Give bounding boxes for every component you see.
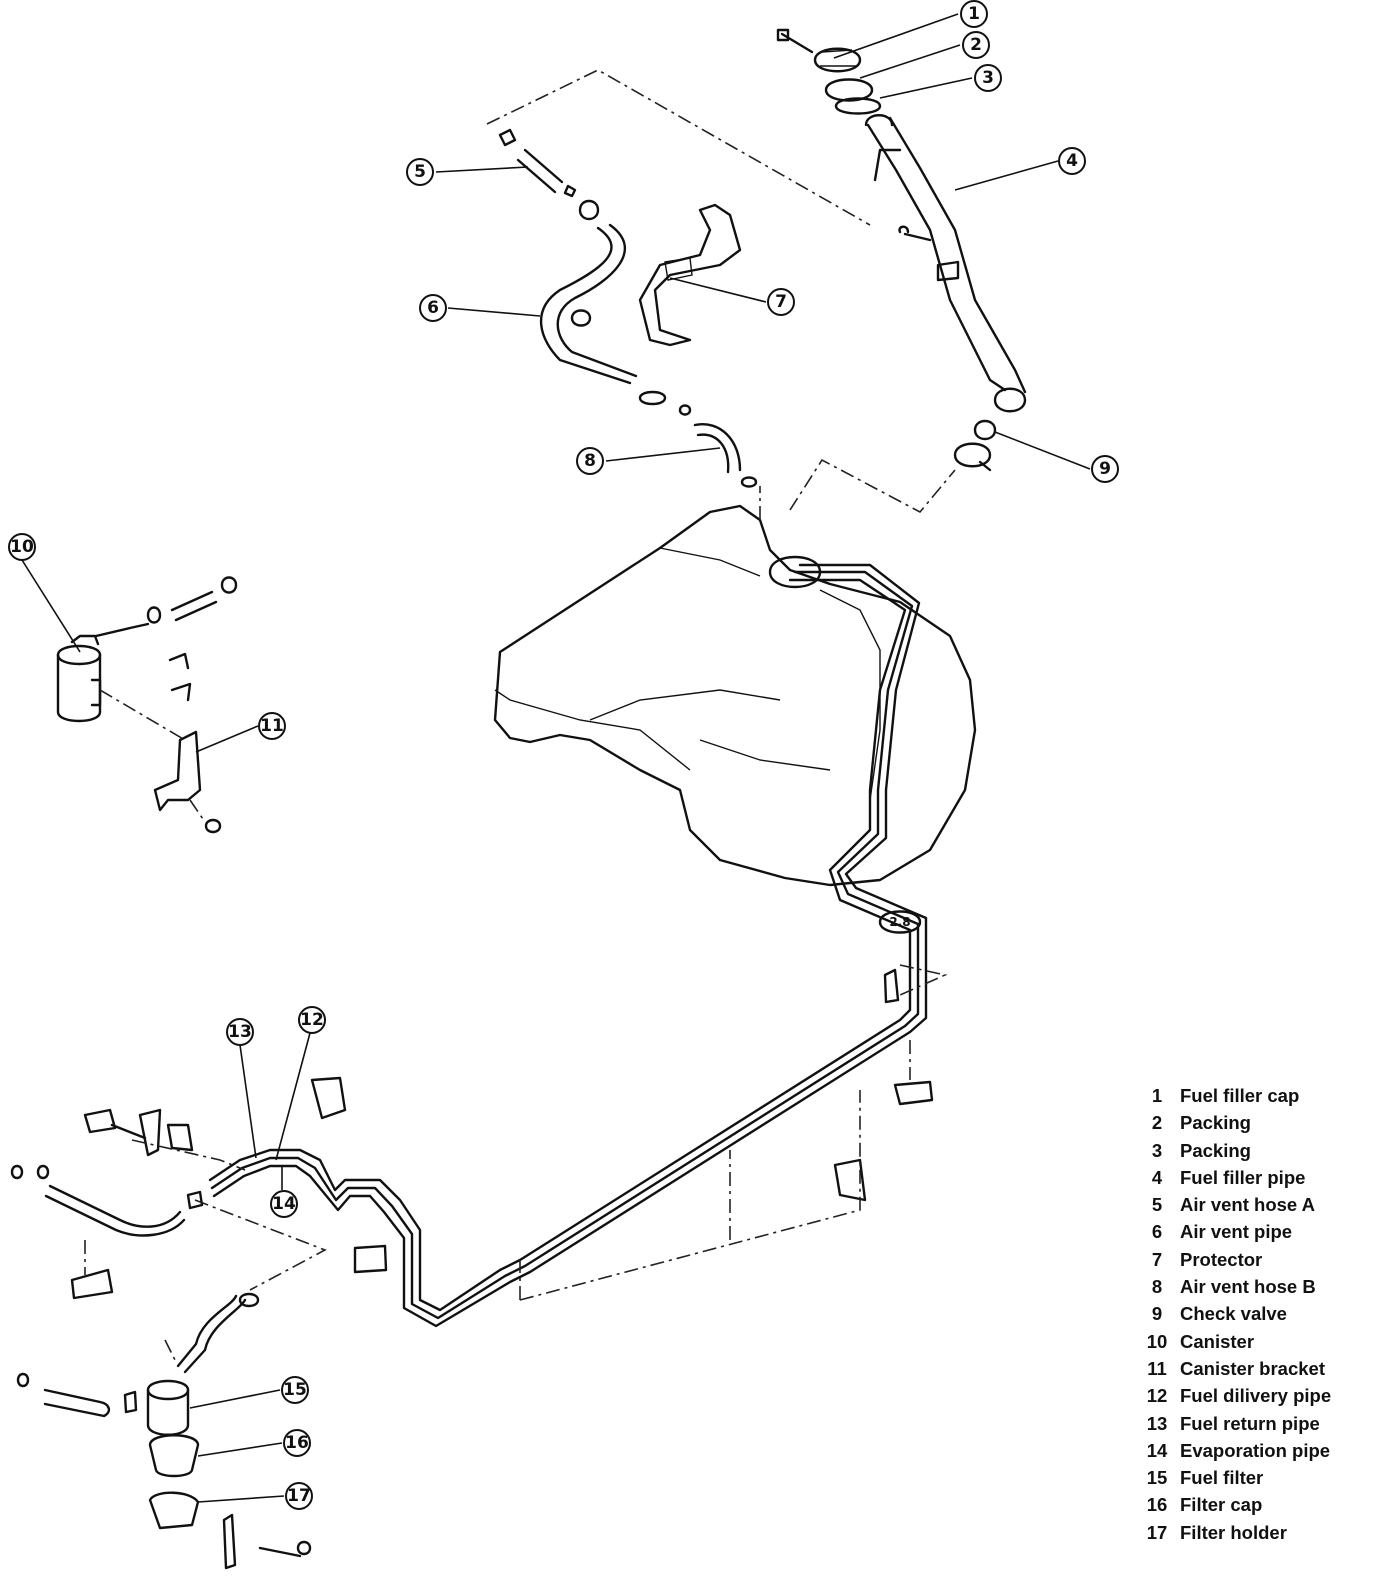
callout-9: 9 <box>1091 455 1119 483</box>
callout-16: 16 <box>283 1429 311 1457</box>
svg-text:17: 17 <box>287 1486 311 1506</box>
callout-1: 1 <box>960 0 988 28</box>
callout-10: 10 <box>8 533 36 561</box>
svg-text:9: 9 <box>1099 459 1111 479</box>
callout-13: 13 <box>226 1018 254 1046</box>
callout-7: 7 <box>767 288 795 316</box>
svg-text:16: 16 <box>285 1433 309 1453</box>
svg-text:13: 13 <box>228 1022 252 1042</box>
callout-15: 15 <box>281 1376 309 1404</box>
svg-text:10: 10 <box>10 537 34 557</box>
callout-11: 11 <box>258 712 286 740</box>
callout-4: 4 <box>1058 147 1086 175</box>
svg-text:2: 2 <box>970 35 982 55</box>
svg-text:1: 1 <box>968 4 980 24</box>
callout-3: 3 <box>974 64 1002 92</box>
protector <box>638 203 742 347</box>
svg-text:11: 11 <box>260 716 284 736</box>
sensor-badge-label: 2.8 <box>889 915 910 929</box>
callout-6: 6 <box>419 294 447 322</box>
callout-14: 14 <box>270 1190 298 1218</box>
svg-text:7: 7 <box>775 292 787 312</box>
fuel-line-set <box>208 563 928 1328</box>
callout-17: 17 <box>285 1482 313 1510</box>
canister <box>56 576 238 723</box>
air-vent-hoses <box>498 128 758 488</box>
check-valve <box>953 419 997 472</box>
svg-text:6: 6 <box>427 298 439 318</box>
svg-text:3: 3 <box>982 68 994 88</box>
svg-text:5: 5 <box>414 162 426 182</box>
sensor-badge: 2.8 <box>878 910 922 934</box>
fuel-tank <box>493 504 977 887</box>
canister-bracket <box>153 730 222 834</box>
svg-text:8: 8 <box>584 451 596 471</box>
callout-12: 12 <box>298 1006 326 1034</box>
filler-assembly <box>776 28 1027 413</box>
fuel-filter-assembly <box>16 1292 312 1570</box>
callout-5: 5 <box>406 158 434 186</box>
assembly-reference-lines <box>84 69 956 1361</box>
callout-8: 8 <box>576 447 604 475</box>
line-fittings <box>10 968 934 1300</box>
svg-text:15: 15 <box>283 1380 307 1400</box>
callout-2: 2 <box>962 31 990 59</box>
svg-text:14: 14 <box>272 1194 296 1214</box>
svg-text:12: 12 <box>300 1010 324 1030</box>
svg-text:4: 4 <box>1066 151 1078 171</box>
leader-lines <box>21 13 1091 1503</box>
